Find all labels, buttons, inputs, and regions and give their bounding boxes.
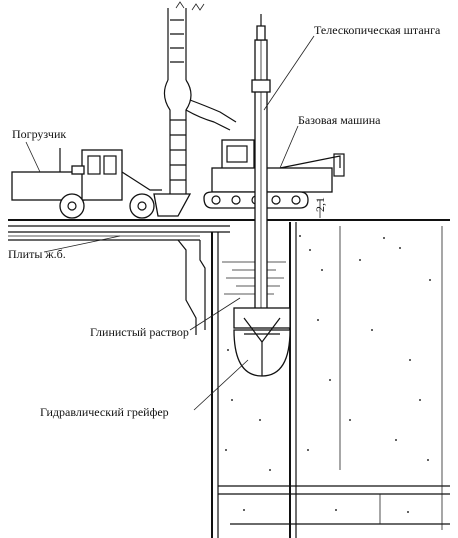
leader-lines	[25, 35, 315, 411]
label-loader: Погрузчик	[12, 127, 66, 141]
clay-solution-fill	[222, 261, 286, 295]
label-base-machine: Базовая машина	[298, 113, 381, 127]
soil-texture	[225, 235, 431, 513]
telescopic-rod	[251, 14, 271, 321]
trench	[211, 222, 450, 538]
label-telescopic-rod: Телескопическая штанга	[314, 23, 441, 37]
label-slabs: Плиты ж.б.	[8, 247, 66, 261]
reinforced-concrete-slabs	[8, 235, 206, 335]
dimension-mark: 2,1	[313, 197, 327, 218]
ground-surface	[8, 219, 450, 241]
dimension-mark-text: 2,1	[313, 197, 327, 212]
slurry-pipe	[163, 1, 237, 195]
loader	[11, 148, 192, 219]
label-clay-solution: Глинистый раствор	[90, 325, 189, 339]
hydraulic-grab	[233, 307, 291, 377]
label-hydraulic-grab: Гидравлический грейфер	[40, 405, 169, 419]
